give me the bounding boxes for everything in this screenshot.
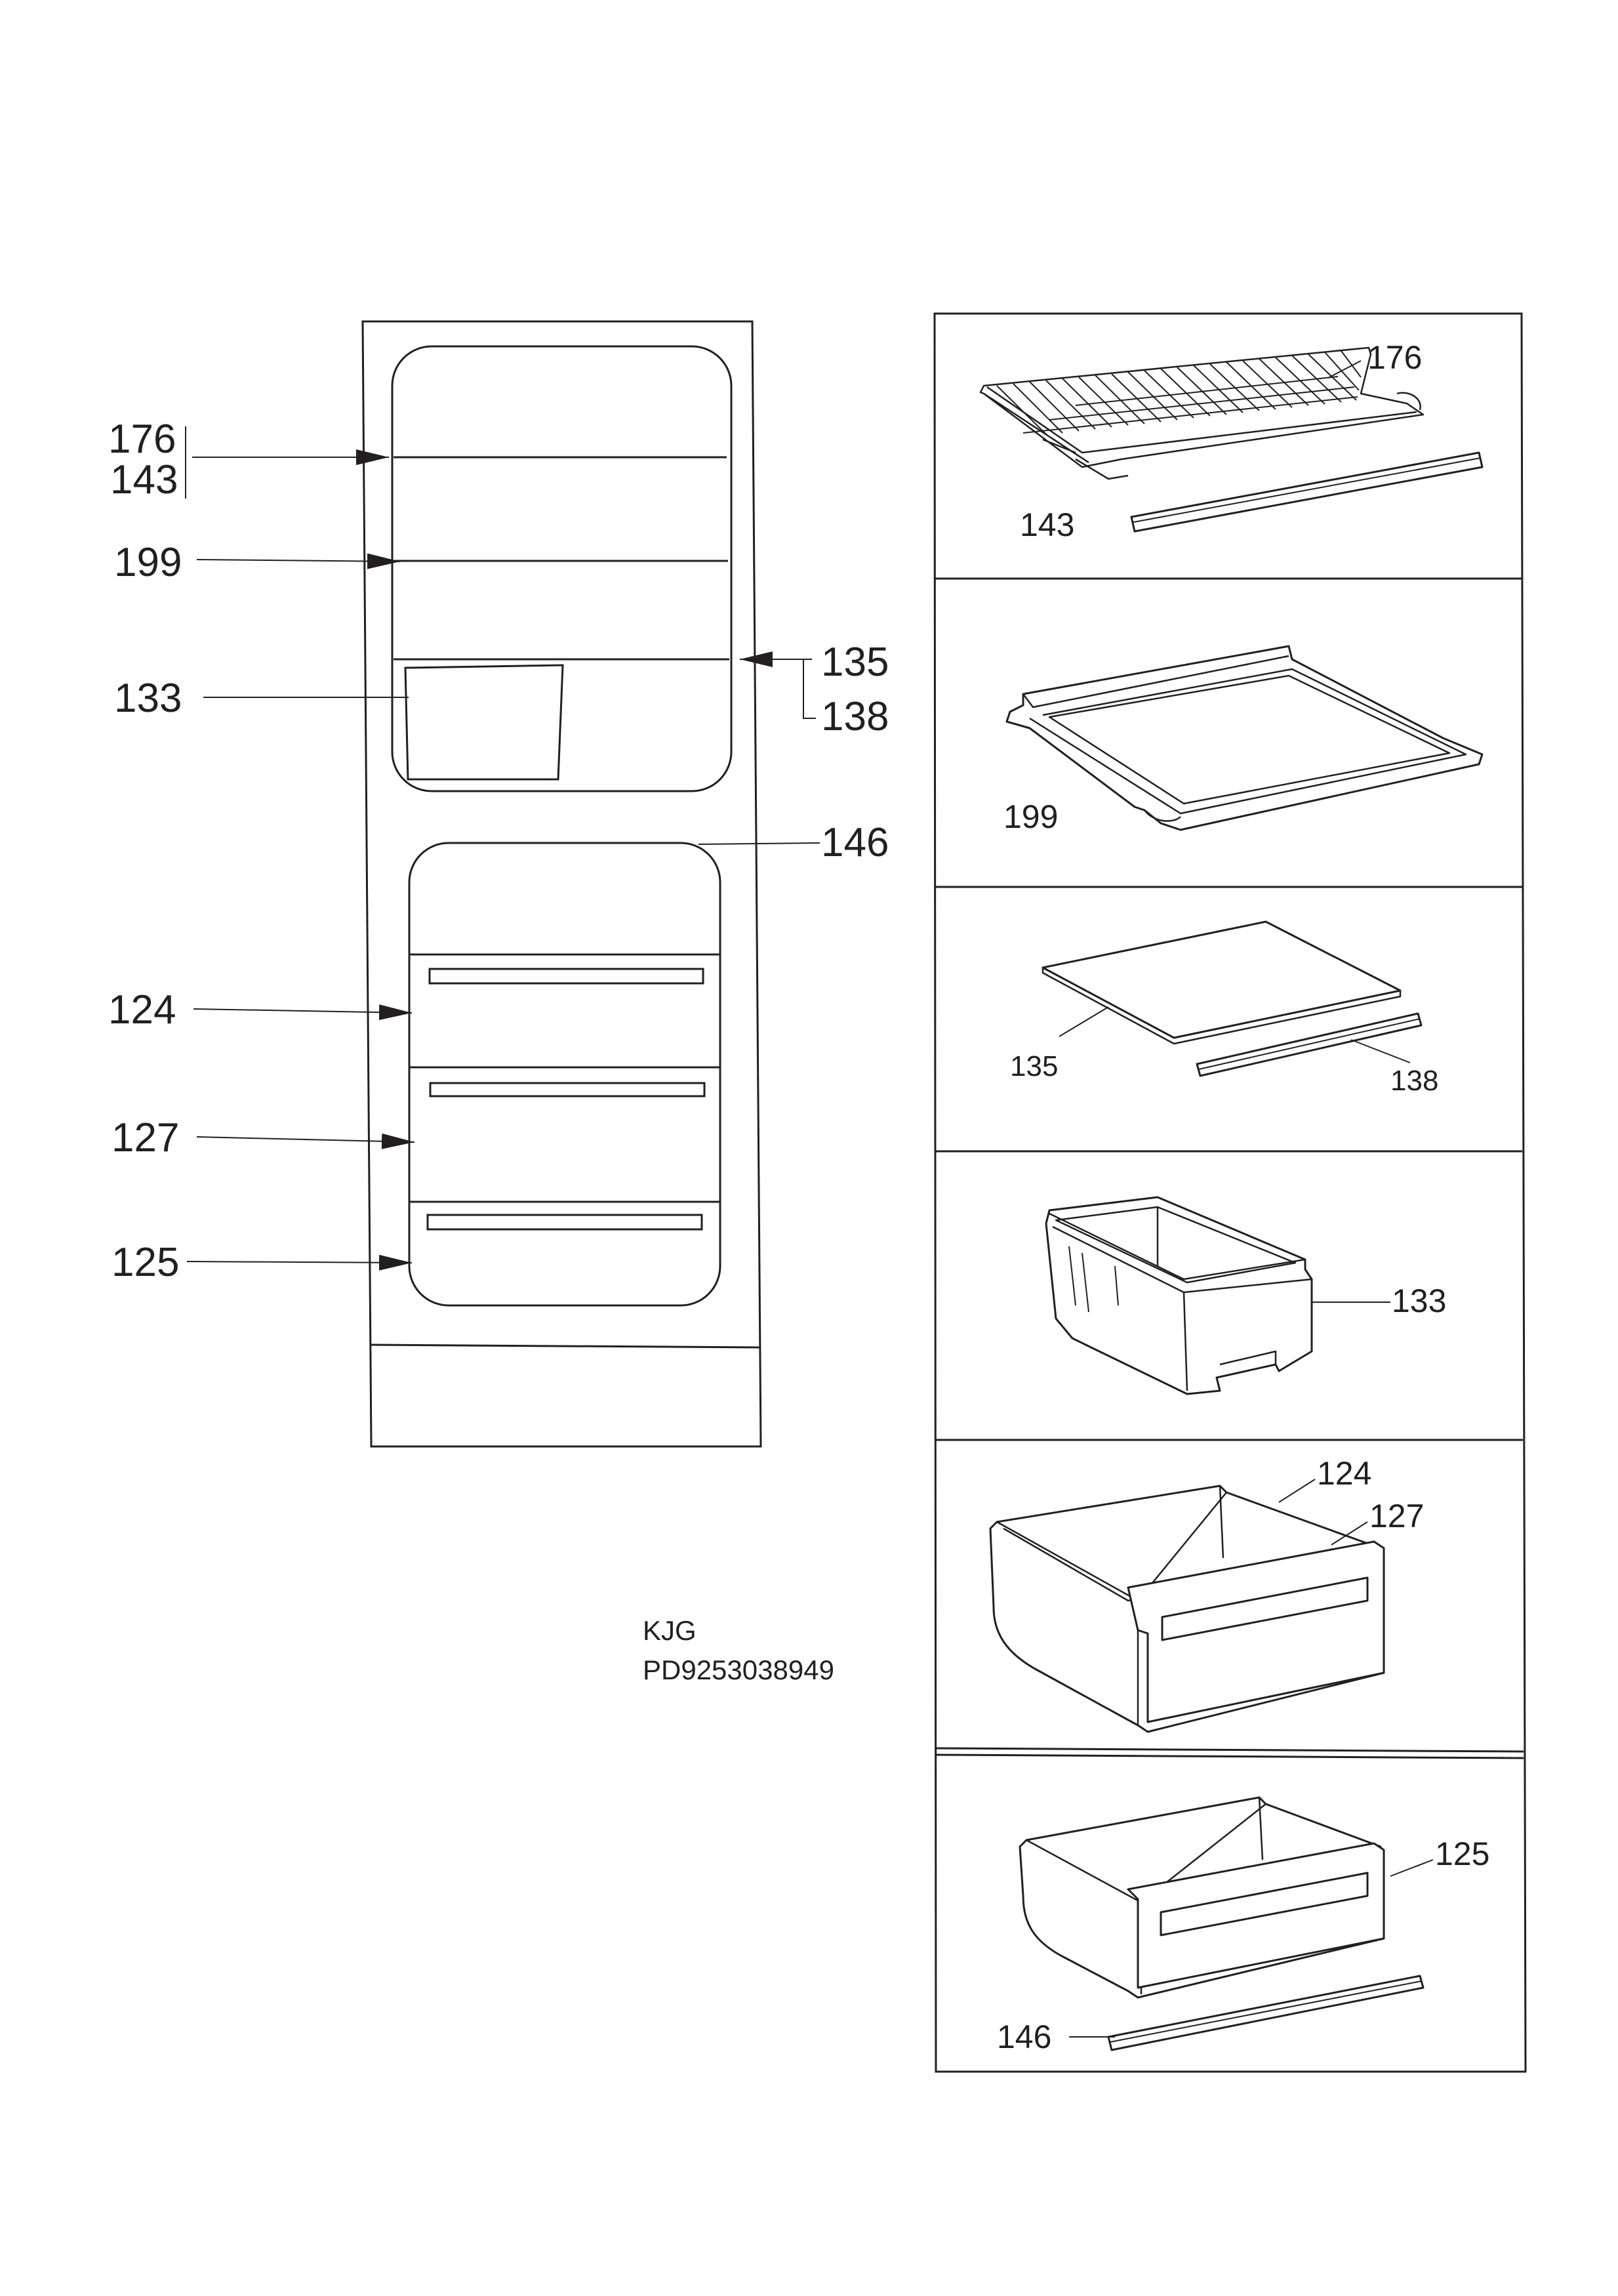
panel-drawer-large: 124 127 xyxy=(989,1455,1424,1733)
upper-compartment xyxy=(391,345,733,792)
leader-138-panel xyxy=(1350,1039,1411,1063)
leader-146 xyxy=(698,842,820,845)
overview-label-176: 176 xyxy=(108,417,176,462)
drawer-handle-slot-127 xyxy=(1161,1576,1369,1641)
drawer-handle-127 xyxy=(429,1082,706,1097)
panel-label-199: 199 xyxy=(1003,798,1058,835)
panel-label-146: 146 xyxy=(997,2019,1051,2055)
footer-code-pd: PD9253038949 xyxy=(643,1654,834,1685)
leader-124 xyxy=(193,1004,413,1021)
leader-125 xyxy=(186,1254,413,1271)
leader-124-panel xyxy=(1278,1479,1316,1503)
panel-glass-shelf: 199 xyxy=(1003,645,1484,835)
overview-label-143: 143 xyxy=(110,457,178,502)
panel-divider-5b xyxy=(935,1753,1524,1759)
panel-label-125: 125 xyxy=(1435,1835,1489,1872)
leader-125-panel xyxy=(1390,1859,1434,1877)
leader-176-panel xyxy=(1327,360,1362,379)
footer-code-kjg: KJG xyxy=(643,1615,697,1646)
panel-label-135: 135 xyxy=(1010,1050,1058,1082)
drawer-handle-slot-125 xyxy=(1160,1872,1369,1937)
panel-glass-plate: 135 138 xyxy=(1010,920,1438,1097)
panel-divider-5 xyxy=(935,1747,1524,1753)
overview-label-199: 199 xyxy=(114,540,182,585)
panel-label-176: 176 xyxy=(1367,339,1422,376)
panel-label-133: 133 xyxy=(1392,1282,1446,1319)
glass-shelf-199 xyxy=(1005,645,1484,831)
strip-143 xyxy=(1130,451,1484,533)
leader-135-panel xyxy=(1059,1006,1109,1037)
panels-frame xyxy=(933,312,1527,2073)
overview-label-125: 125 xyxy=(111,1240,179,1285)
panel-wire-shelf: 176 143 xyxy=(979,339,1484,543)
lower-compartment xyxy=(408,842,721,1307)
fridge-cabinet xyxy=(361,320,762,1448)
leader-127-panel xyxy=(1331,1521,1368,1546)
panel-crisper-box: 133 xyxy=(1045,1196,1446,1395)
strip-146 xyxy=(1107,1975,1425,2051)
glass-plate-135 xyxy=(1042,920,1402,1039)
fridge-plinth-line xyxy=(369,1343,761,1349)
panel-label-143: 143 xyxy=(1020,506,1074,543)
drawer-handle-124 xyxy=(428,968,704,985)
panel-drawer-small: 125 146 xyxy=(997,1796,1489,2055)
box-133 xyxy=(1045,1196,1313,1395)
overview-label-124: 124 xyxy=(108,987,176,1033)
overview-label-127: 127 xyxy=(111,1115,179,1160)
fridge-overview: 176 143 199 133 135 138 146 124 127 125 xyxy=(108,320,889,1448)
overview-label-133: 133 xyxy=(114,676,182,721)
leader-135-138 xyxy=(803,659,816,719)
drawer-handle-125 xyxy=(426,1214,703,1231)
panel-label-124: 124 xyxy=(1317,1455,1371,1492)
panel-label-127: 127 xyxy=(1369,1498,1424,1534)
overview-label-138: 138 xyxy=(821,694,889,739)
overview-label-135: 135 xyxy=(821,640,889,685)
crisper-box-133 xyxy=(404,664,564,781)
leader-199 xyxy=(196,553,401,569)
overview-label-146: 146 xyxy=(821,820,889,865)
leader-127 xyxy=(196,1133,415,1149)
panel-label-138: 138 xyxy=(1390,1065,1438,1097)
footer-codes: KJG PD9253038949 xyxy=(643,1615,834,1685)
parts-panels: 176 143 199 135 138 xyxy=(933,312,1527,2073)
